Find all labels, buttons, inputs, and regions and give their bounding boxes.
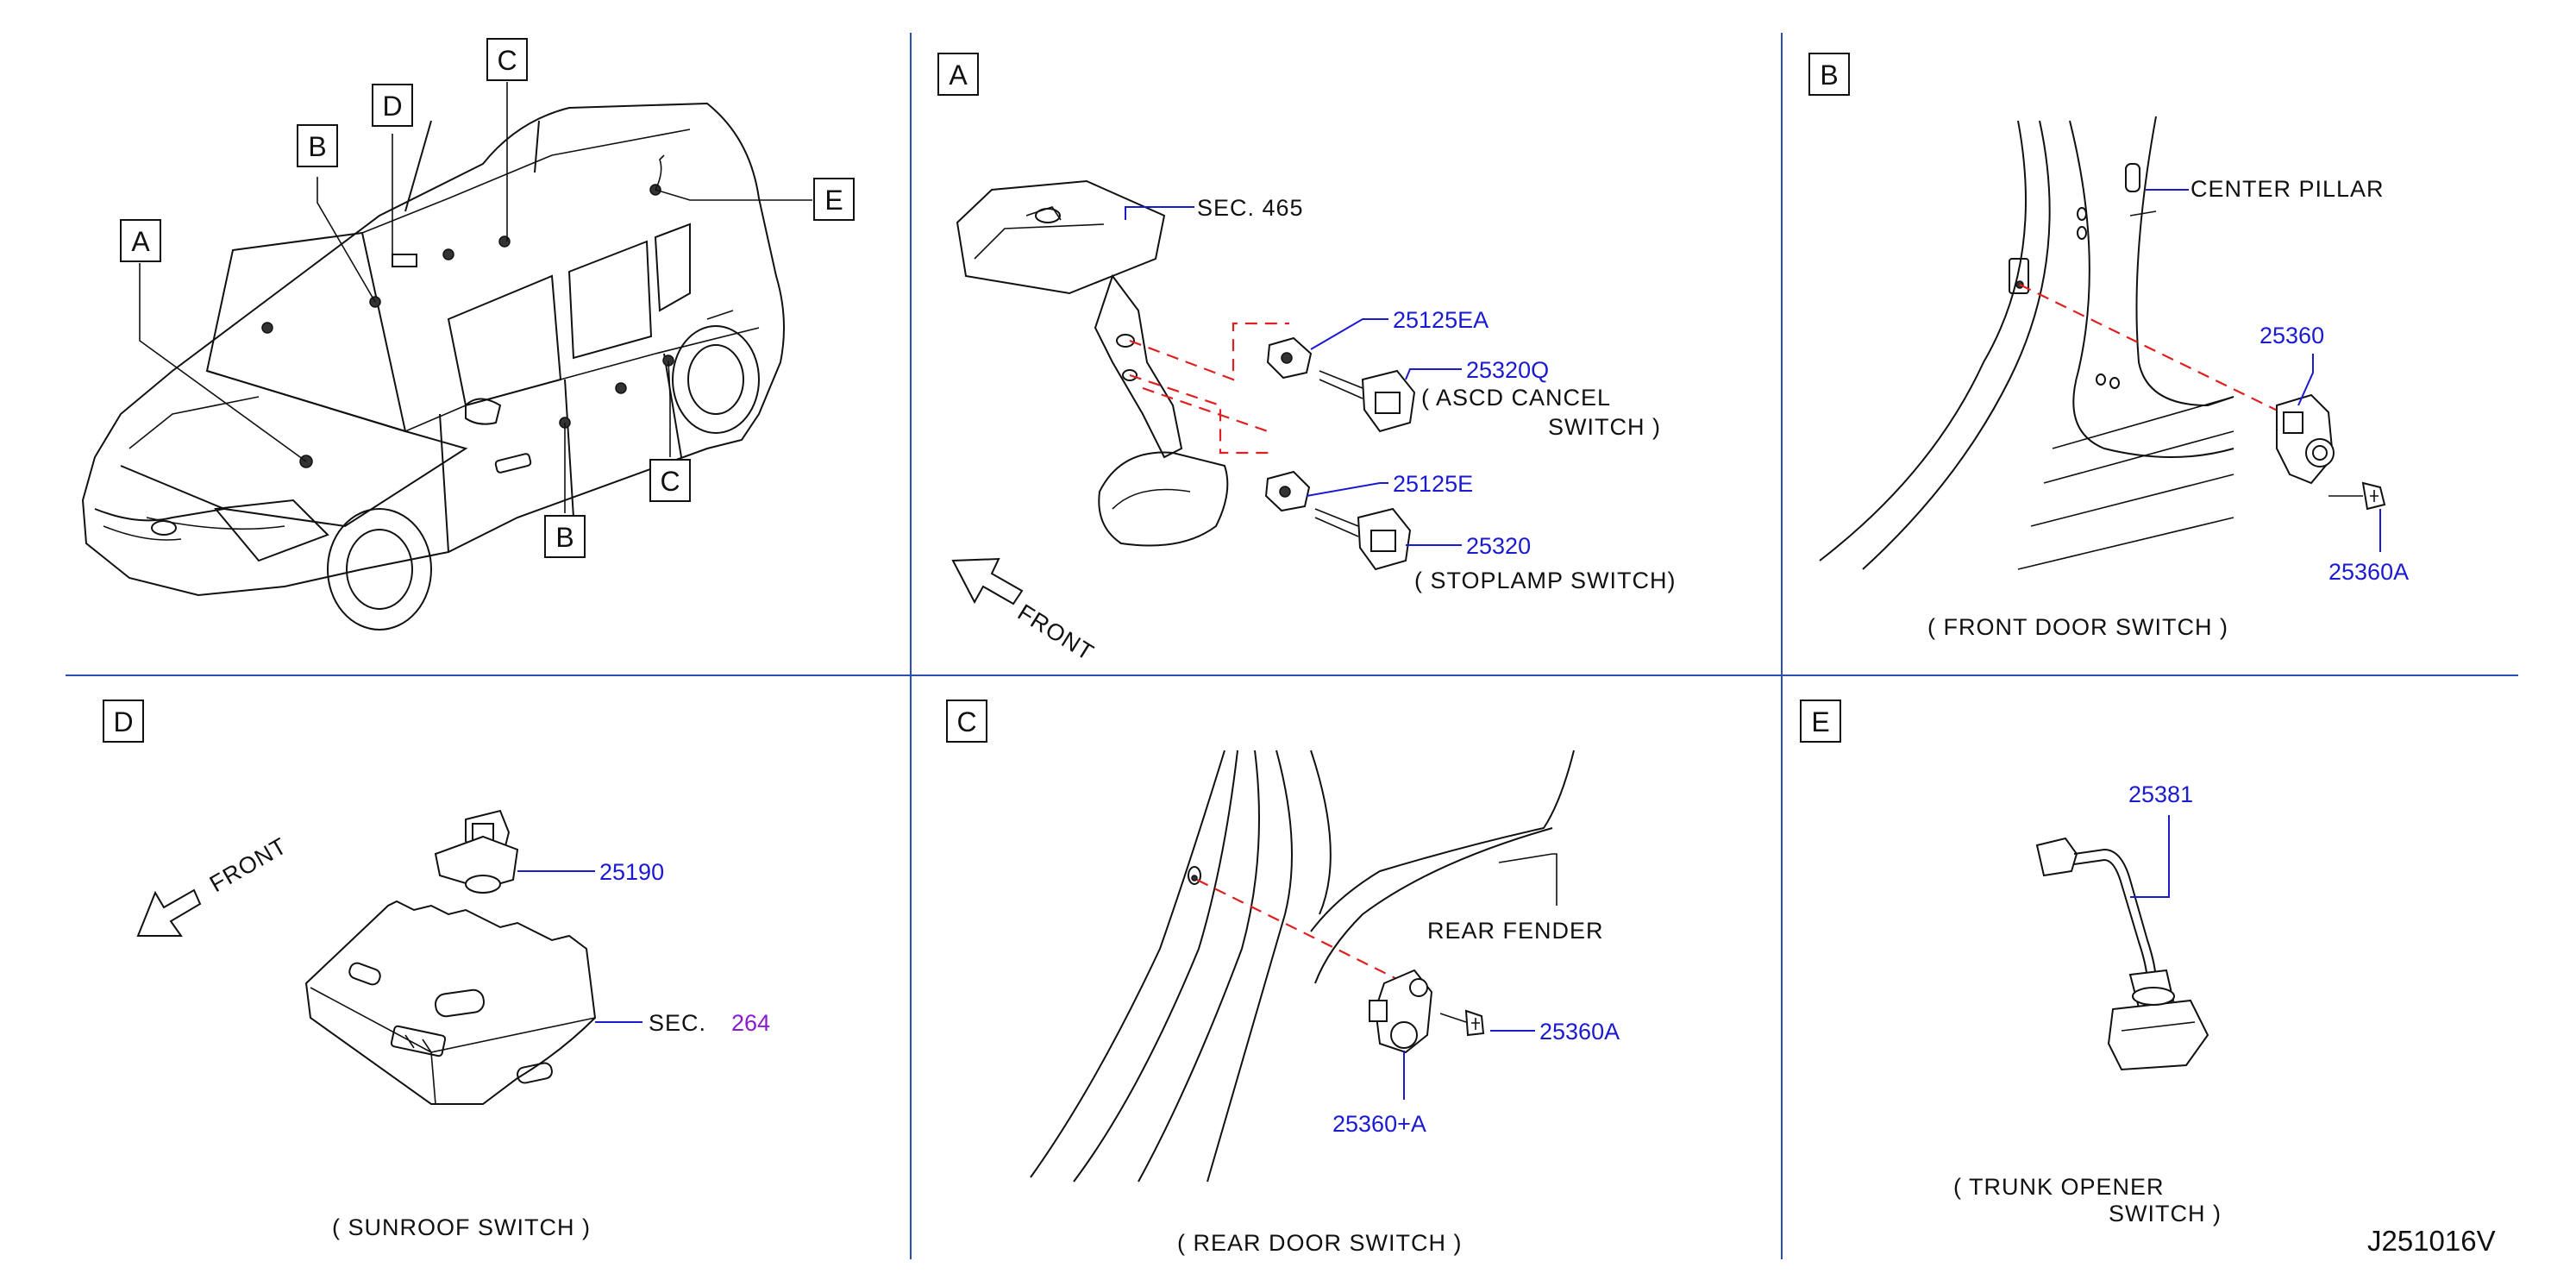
sunroof-switch-caption: ( SUNROOF SWITCH )	[332, 1214, 591, 1240]
switch-25190	[434, 809, 519, 894]
trunk-opener-caption-line2: SWITCH )	[2109, 1201, 2222, 1227]
panel-e-label: E	[1800, 700, 1841, 743]
part-number-25190: 25190	[599, 859, 664, 885]
overview-label-c-bottom: C	[649, 459, 691, 502]
panel-c-rear-door: C REAR FENDER 25360A	[946, 700, 1620, 1256]
panel-a-label: A	[937, 53, 979, 96]
part-number-25320: 25320	[1466, 533, 1531, 559]
svg-text:A: A	[131, 226, 150, 257]
svg-text:A: A	[949, 60, 968, 91]
part-number-25360-plus-a: 25360+A	[1332, 1111, 1426, 1137]
switch-25360	[2276, 393, 2335, 485]
part-number-25125E: 25125E	[1393, 471, 1473, 497]
panel-d-sec-264: 264	[731, 1010, 770, 1036]
panel-a-sec-465: SEC. 465	[1197, 195, 1304, 221]
overview-label-a: A	[120, 219, 161, 262]
switch-25125E	[1264, 470, 1311, 512]
switch-25320Q	[1319, 369, 1416, 433]
switch-25320	[1314, 507, 1412, 571]
svg-text:B: B	[1820, 60, 1838, 91]
panel-b-front-door: B	[1808, 53, 2409, 640]
screw-25360A	[2328, 481, 2386, 511]
part-number-25125EA: 25125EA	[1393, 307, 1489, 333]
switch-25381	[2035, 837, 2209, 1071]
center-pillar-label: CENTER PILLAR	[2191, 176, 2385, 202]
panel-dividers	[66, 33, 2518, 1259]
svg-text:C: C	[660, 466, 680, 497]
part-number-25360A-c: 25360A	[1539, 1019, 1620, 1045]
sunroof-console	[304, 900, 597, 1105]
part-number-25360: 25360	[2259, 323, 2324, 348]
part-number-25320Q: 25320Q	[1466, 357, 1549, 383]
overview-label-c-top: C	[486, 38, 528, 81]
stoplamp-switch-caption: ( STOPLAMP SWITCH)	[1414, 568, 1677, 593]
switch-25125EA	[1266, 336, 1313, 380]
overview-label-e: E	[813, 178, 855, 221]
rear-fender-label: REAR FENDER	[1427, 918, 1604, 944]
part-number-25381: 25381	[2128, 781, 2193, 807]
panel-a-front-arrow: FRONT	[951, 557, 1099, 666]
panel-e-trunk-opener: E 25381 ( TRUNK OPENER SWITCH ) J251016V	[1800, 700, 2496, 1257]
panel-a-stoplamp: A	[937, 53, 1677, 666]
panel-d-sec-label: SEC.	[649, 1010, 706, 1036]
svg-text:E: E	[1811, 706, 1829, 737]
overview-label-b-bottom: B	[544, 515, 586, 558]
svg-text:FRONT: FRONT	[1013, 599, 1099, 666]
ascd-cancel-line2: SWITCH )	[1548, 414, 1661, 440]
svg-text:D: D	[382, 91, 402, 122]
svg-text:C: C	[497, 45, 517, 76]
diagram-code: J251016V	[2367, 1225, 2496, 1257]
vehicle-overview: A B D C E C B	[81, 38, 855, 631]
rear-door-switch-caption: ( REAR DOOR SWITCH )	[1177, 1230, 1463, 1256]
svg-text:C: C	[956, 706, 976, 737]
trunk-opener-caption-line1: ( TRUNK OPENER	[1953, 1174, 2165, 1200]
overview-label-d: D	[372, 84, 413, 127]
panel-d-label: D	[103, 700, 144, 743]
svg-text:E: E	[824, 185, 843, 216]
switch-25360-rear	[1369, 969, 1433, 1054]
ascd-cancel-line1: ( ASCD CANCEL	[1421, 385, 1611, 411]
front-door-switch-caption: ( FRONT DOOR SWITCH )	[1927, 614, 2228, 640]
screw-25360A-rear	[1439, 1009, 1485, 1037]
overview-label-b-top: B	[297, 124, 338, 167]
svg-text:B: B	[555, 522, 573, 553]
panel-b-label: B	[1808, 53, 1850, 96]
svg-text:B: B	[308, 131, 326, 162]
part-number-25360A-b: 25360A	[2328, 559, 2409, 585]
panel-c-label: C	[946, 700, 987, 743]
panel-d-front-arrow: FRONT	[136, 832, 291, 937]
svg-text:D: D	[113, 706, 133, 737]
panel-d-sunroof: D FRONT 25190 SEC. 26	[103, 700, 770, 1240]
svg-text:FRONT: FRONT	[205, 832, 291, 897]
